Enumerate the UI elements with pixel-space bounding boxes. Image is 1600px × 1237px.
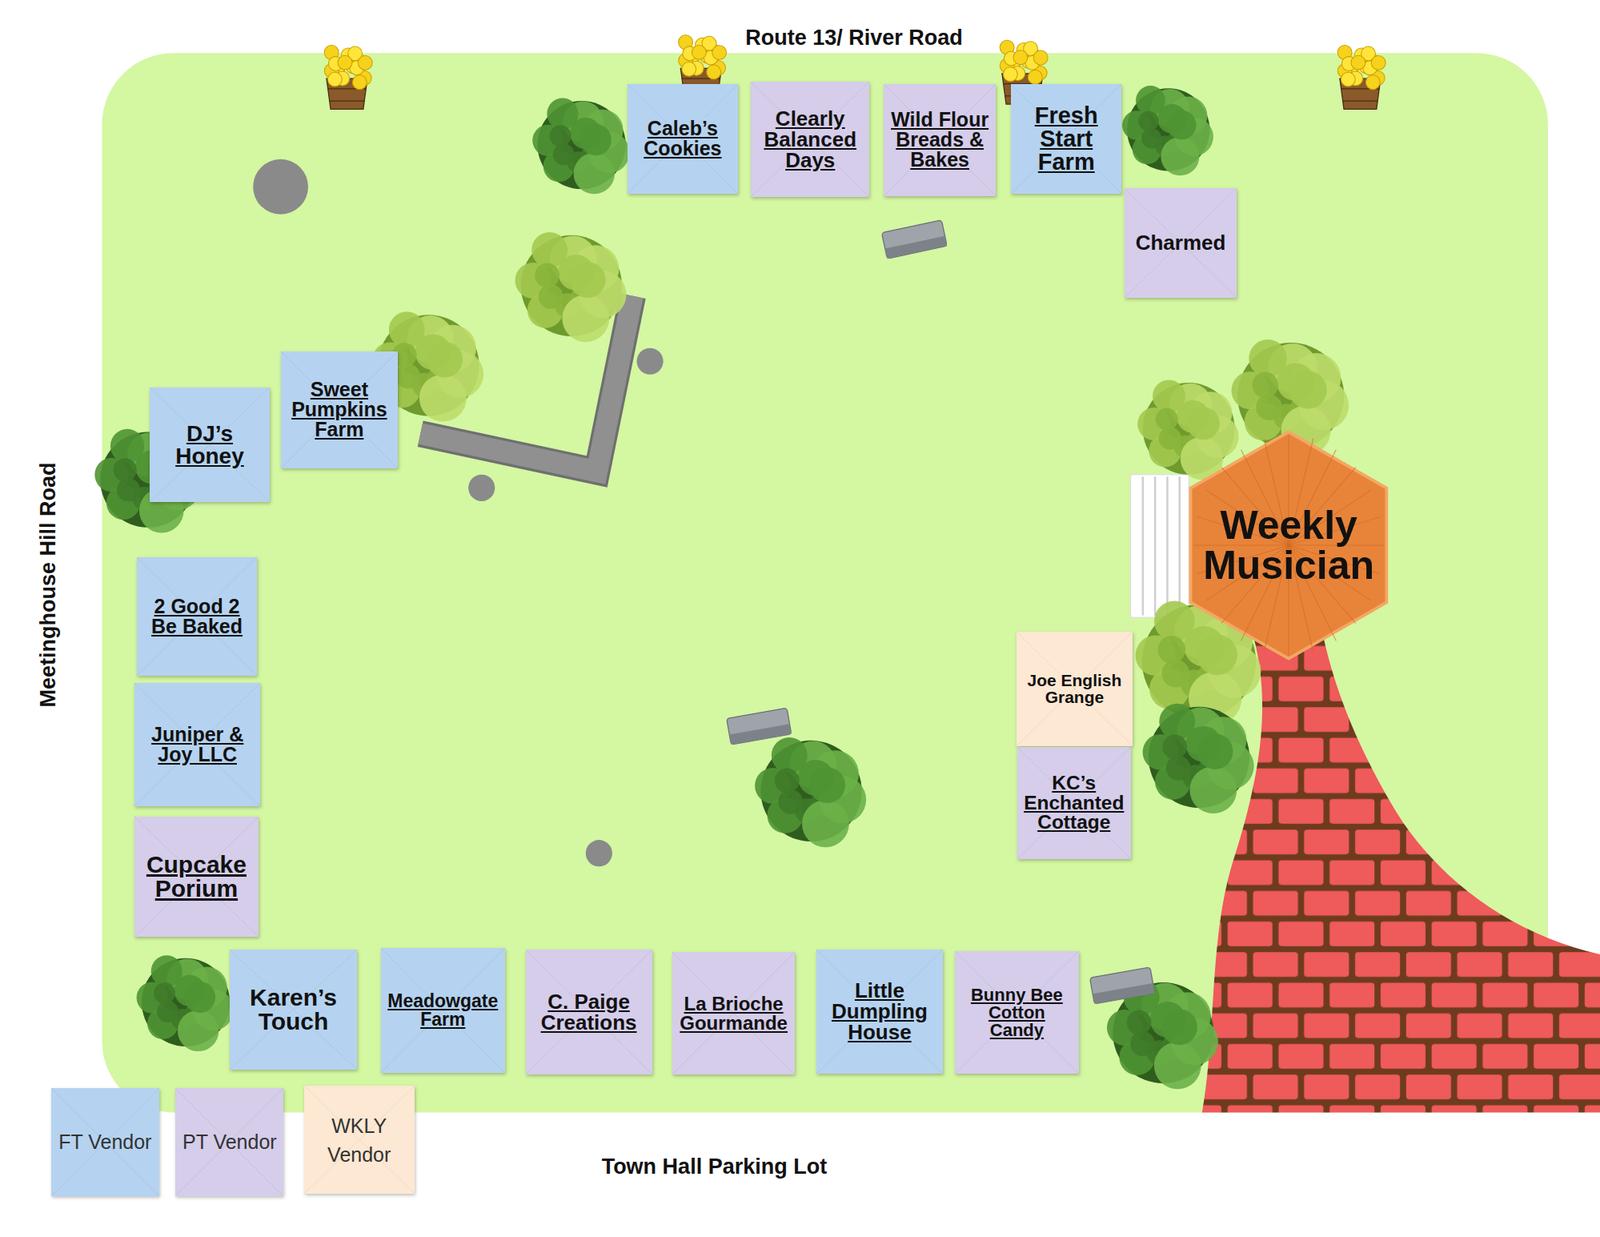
vendor-booth: Fresh Start Farm — [1010, 84, 1122, 195]
stage-label: Weekly Musician — [1194, 505, 1383, 586]
vendor-name: Cupcake Porium — [140, 852, 252, 901]
vendor-name: KC’s Enchanted Cottage — [1023, 773, 1125, 833]
flower-basket — [1337, 45, 1386, 110]
road-label: Meetinghouse Hill Road — [35, 461, 61, 707]
vendor-booth: Meadowgate Farm — [380, 947, 506, 1073]
vendor-booth: La Brioche Gourmande — [672, 951, 795, 1075]
vendor-booth: Clearly Balanced Days — [750, 81, 870, 197]
vendor-booth: Bunny Bee Cotton Candy — [954, 950, 1079, 1074]
road-label: Route 13/ River Road — [745, 25, 963, 51]
vendor-name: Charmed — [1130, 232, 1231, 253]
vendor-booth: Cupcake Porium — [134, 816, 258, 937]
brick-path — [1202, 624, 1600, 1112]
vendor-name: C. Paige Creations — [532, 990, 646, 1033]
tree — [136, 954, 234, 1051]
vendor-booth: Charmed — [1124, 188, 1237, 299]
vendor-booth: C. Paige Creations — [525, 949, 653, 1075]
bush — [515, 232, 627, 342]
vendor-booth: 2 Good 2 Be Baked — [136, 557, 257, 676]
vendor-name: Clearly Balanced Days — [757, 108, 863, 171]
legend-swatch: WKLY Vendor — [304, 1085, 415, 1194]
tree — [1142, 703, 1255, 814]
road-label: Town Hall Parking Lot — [601, 1154, 828, 1179]
vendor-booth: DJ’s Honey — [149, 387, 269, 502]
vendor-booth: Juniper & Joy LLC — [134, 682, 261, 807]
legend-text: FT Vendor — [56, 1126, 155, 1156]
vendor-name: Meadowgate Farm — [387, 991, 500, 1029]
tree — [532, 98, 630, 195]
legend-swatch: FT Vendor — [51, 1087, 160, 1196]
legend-text: PT Vendor — [180, 1126, 279, 1156]
vendor-booth: Joe English Grange — [1016, 631, 1133, 746]
bench — [881, 220, 947, 259]
stepping-stone — [585, 839, 613, 867]
vendor-booth: KC’s Enchanted Cottage — [1017, 746, 1131, 859]
vendor-name: Juniper & Joy LLC — [140, 724, 254, 765]
music-stage: Weekly Musician — [1188, 429, 1389, 661]
vendor-name: DJ’s Honey — [156, 422, 263, 468]
vendor-name: Caleb’s Cookies — [633, 118, 732, 159]
vendor-name: 2 Good 2 Be Baked — [143, 596, 251, 637]
vendor-name: Sweet Pumpkins Farm — [287, 379, 393, 440]
tree — [1122, 85, 1214, 176]
stairs — [1130, 474, 1190, 618]
bench — [726, 707, 792, 745]
bush — [1137, 379, 1239, 480]
vendor-booth: Wild Flour Breads & Bakes — [883, 84, 996, 197]
stepping-stone — [637, 348, 664, 375]
vendor-name: Bunny Bee Cotton Candy — [961, 986, 1072, 1039]
vendor-name: Little Dumpling House — [822, 979, 937, 1043]
vendor-booth: Caleb’s Cookies — [627, 84, 738, 195]
vendor-name: Fresh Start Farm — [1017, 104, 1115, 174]
legend-text: WKLY Vendor — [308, 1110, 410, 1170]
vendor-name: Karen’s Touch — [236, 985, 351, 1034]
vendor-name: Wild Flour Breads & Bakes — [890, 109, 990, 170]
vendor-booth: Sweet Pumpkins Farm — [280, 351, 399, 470]
vendor-name: Joe English Grange — [1022, 671, 1127, 706]
stepping-stone — [252, 159, 309, 215]
stepping-stone — [468, 474, 495, 502]
flower-basket — [324, 45, 373, 110]
legend-swatch: PT Vendor — [175, 1087, 284, 1196]
vendor-name: La Brioche Gourmande — [678, 994, 789, 1033]
vendor-booth: Little Dumpling House — [816, 949, 943, 1075]
stair-steps — [1142, 476, 1180, 615]
bench — [1090, 966, 1155, 1004]
vendor-booth: Karen’s Touch — [229, 949, 357, 1070]
tree — [754, 737, 867, 847]
